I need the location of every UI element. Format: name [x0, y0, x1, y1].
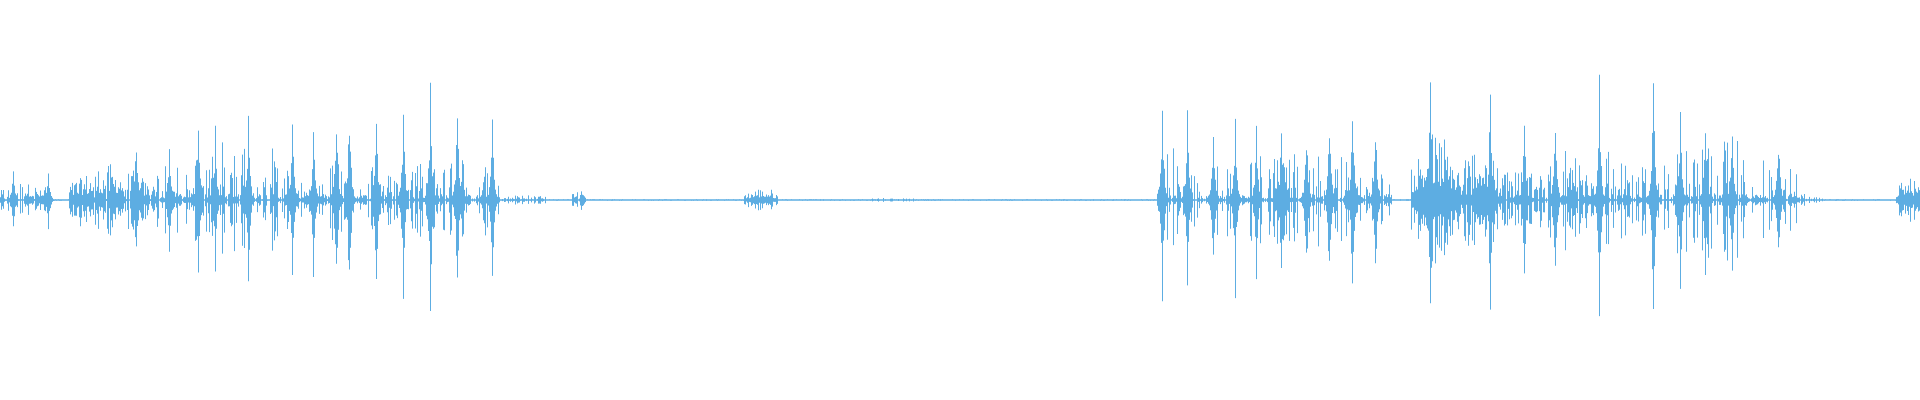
waveform-path	[0, 74, 1920, 317]
waveform-samples	[0, 74, 1920, 317]
